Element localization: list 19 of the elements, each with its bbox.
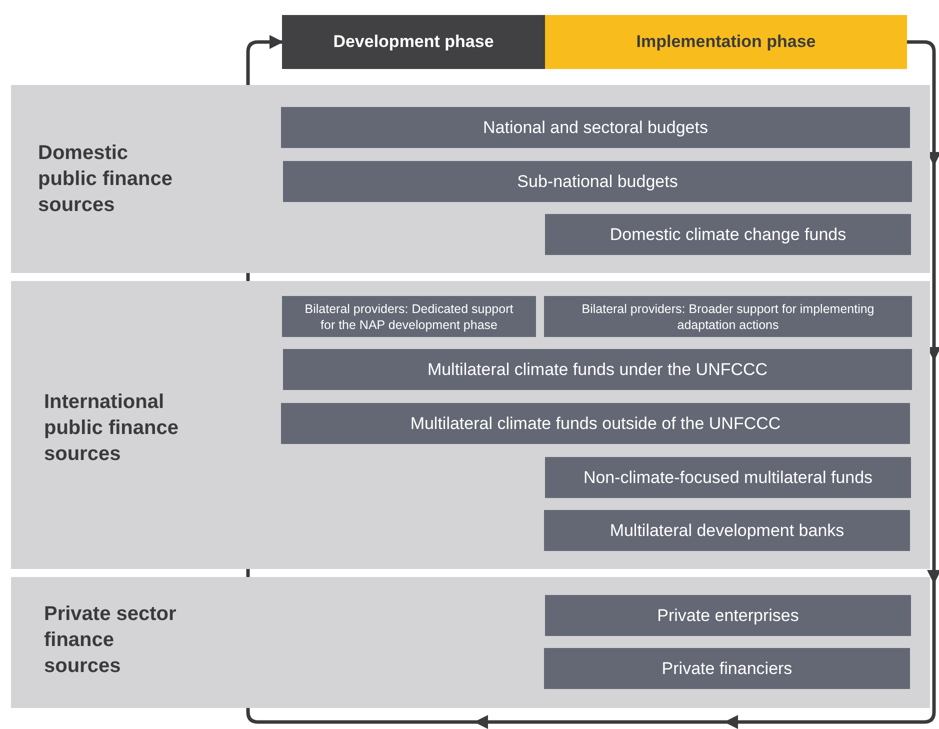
funding-source-box: Non-climate-focused multilateral funds <box>545 457 911 498</box>
funding-source-box: Multilateral climate funds under the UNFCCC <box>283 349 912 390</box>
funding-source-box: Domestic climate change funds <box>545 214 911 255</box>
funding-source-box: Bilateral providers: Broader support for implementing adaptation actions <box>544 296 912 337</box>
band-heading: International public finance sources <box>44 390 180 467</box>
funding-source-box: Bilateral providers: Dedicated support for the NAP development phase <box>282 296 536 337</box>
funding-source-box: National and sectoral budgets <box>281 107 910 148</box>
band-heading: Private sector finance sources <box>44 602 178 679</box>
category-band <box>11 85 930 273</box>
funding-source-box: Multilateral climate funds outside of the UNFCCC <box>281 403 910 444</box>
category-band <box>11 281 930 569</box>
funding-source-box: Multilateral development banks <box>544 510 910 551</box>
phase-box: Development phase <box>282 15 545 69</box>
category-band <box>11 577 930 708</box>
funding-source-box: Private financiers <box>544 648 910 689</box>
phase-box: Implementation phase <box>545 15 907 69</box>
funding-source-box: Sub-national budgets <box>283 161 912 202</box>
band-heading: Domestic public finance sources <box>38 141 174 218</box>
funding-source-box: Private enterprises <box>545 595 911 636</box>
